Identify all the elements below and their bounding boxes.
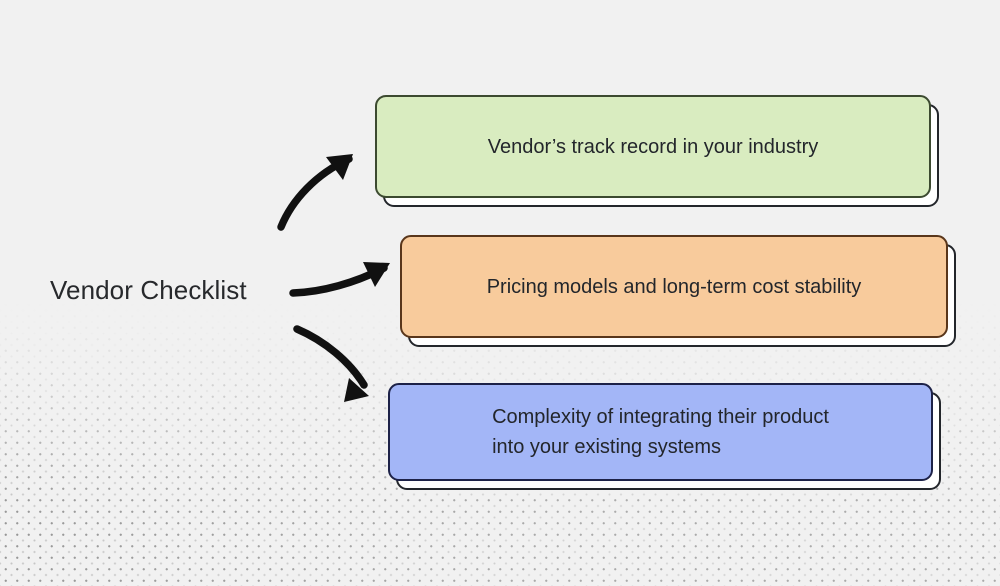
node-card[interactable]: Pricing models and long-term cost stabil…: [400, 235, 948, 338]
node-vendor-track-record[interactable]: Vendor’s track record in your industry: [375, 95, 939, 207]
node-integration-complexity[interactable]: Complexity of integrating their product …: [388, 383, 941, 490]
arrow-to-blue-icon: [293, 325, 369, 402]
node-pricing-models[interactable]: Pricing models and long-term cost stabil…: [400, 235, 956, 347]
arrow-to-orange-icon: [289, 262, 390, 297]
root-label: Vendor Checklist: [50, 275, 247, 305]
node-label: Pricing models and long-term cost stabil…: [486, 275, 862, 298]
node-label: Vendor’s track record in your industry: [487, 135, 819, 158]
node-card[interactable]: Vendor’s track record in your industry: [375, 95, 931, 198]
node-card[interactable]: Complexity of integrating their product …: [388, 383, 933, 481]
arrow-to-green-icon: [277, 154, 353, 231]
node-label: Complexity of integrating their product …: [492, 406, 829, 458]
